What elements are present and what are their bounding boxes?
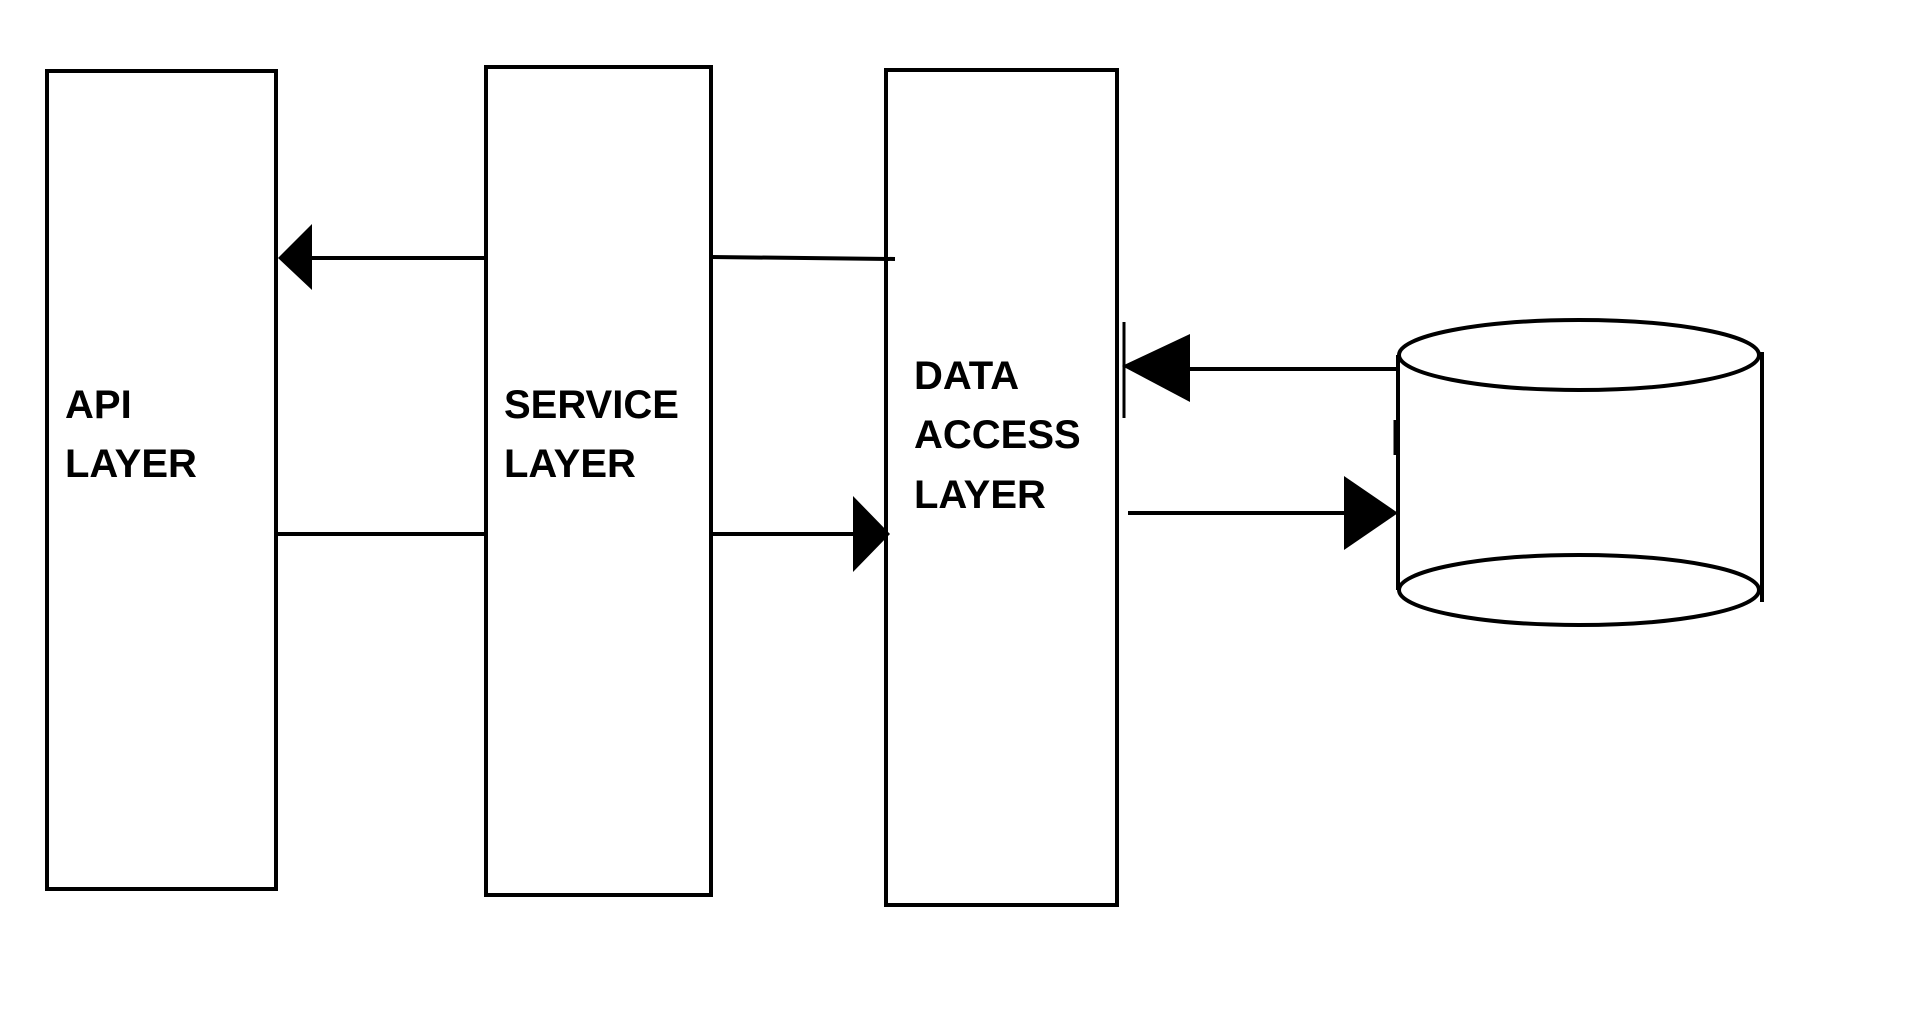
service-layer-label-line2: LAYER — [504, 442, 636, 486]
data-access-layer-label-line3: LAYER — [914, 473, 1046, 517]
service-layer-label-line1: SERVICE — [504, 383, 679, 427]
connector-service-to-api — [278, 224, 486, 290]
service-layer-box: SERVICE LAYER — [484, 65, 713, 897]
connector-data-access-to-database — [1128, 476, 1398, 550]
database-cylinder — [1393, 318, 1764, 627]
api-layer-label-line2: LAYER — [65, 442, 197, 486]
database-bottom-ellipse — [1397, 553, 1761, 627]
service-layer-rect — [484, 65, 713, 897]
connector-service-to-data-access-upper-line — [710, 255, 896, 261]
arrowhead-at-data-access-lower — [853, 496, 890, 572]
api-layer-box: API LAYER — [45, 69, 278, 891]
data-access-layer-box: DATA ACCESS LAYER — [884, 68, 1119, 907]
connector-service-to-data-access-lower — [711, 496, 890, 572]
database-top-ellipse — [1397, 318, 1761, 392]
connector-service-to-data-access-upper — [710, 255, 896, 261]
arrowhead-at-database — [1344, 476, 1398, 550]
data-access-layer-label-line1: DATA — [914, 354, 1019, 398]
api-layer-rect — [45, 69, 278, 891]
arrowhead-at-api — [278, 224, 312, 290]
arrowhead-at-data-access-upper — [1122, 334, 1190, 402]
data-access-layer-rect — [884, 68, 1119, 907]
api-layer-label-line1: API — [65, 383, 132, 427]
connector-database-to-data-access — [1122, 322, 1398, 418]
data-access-layer-label-line2: ACCESS — [914, 413, 1081, 457]
